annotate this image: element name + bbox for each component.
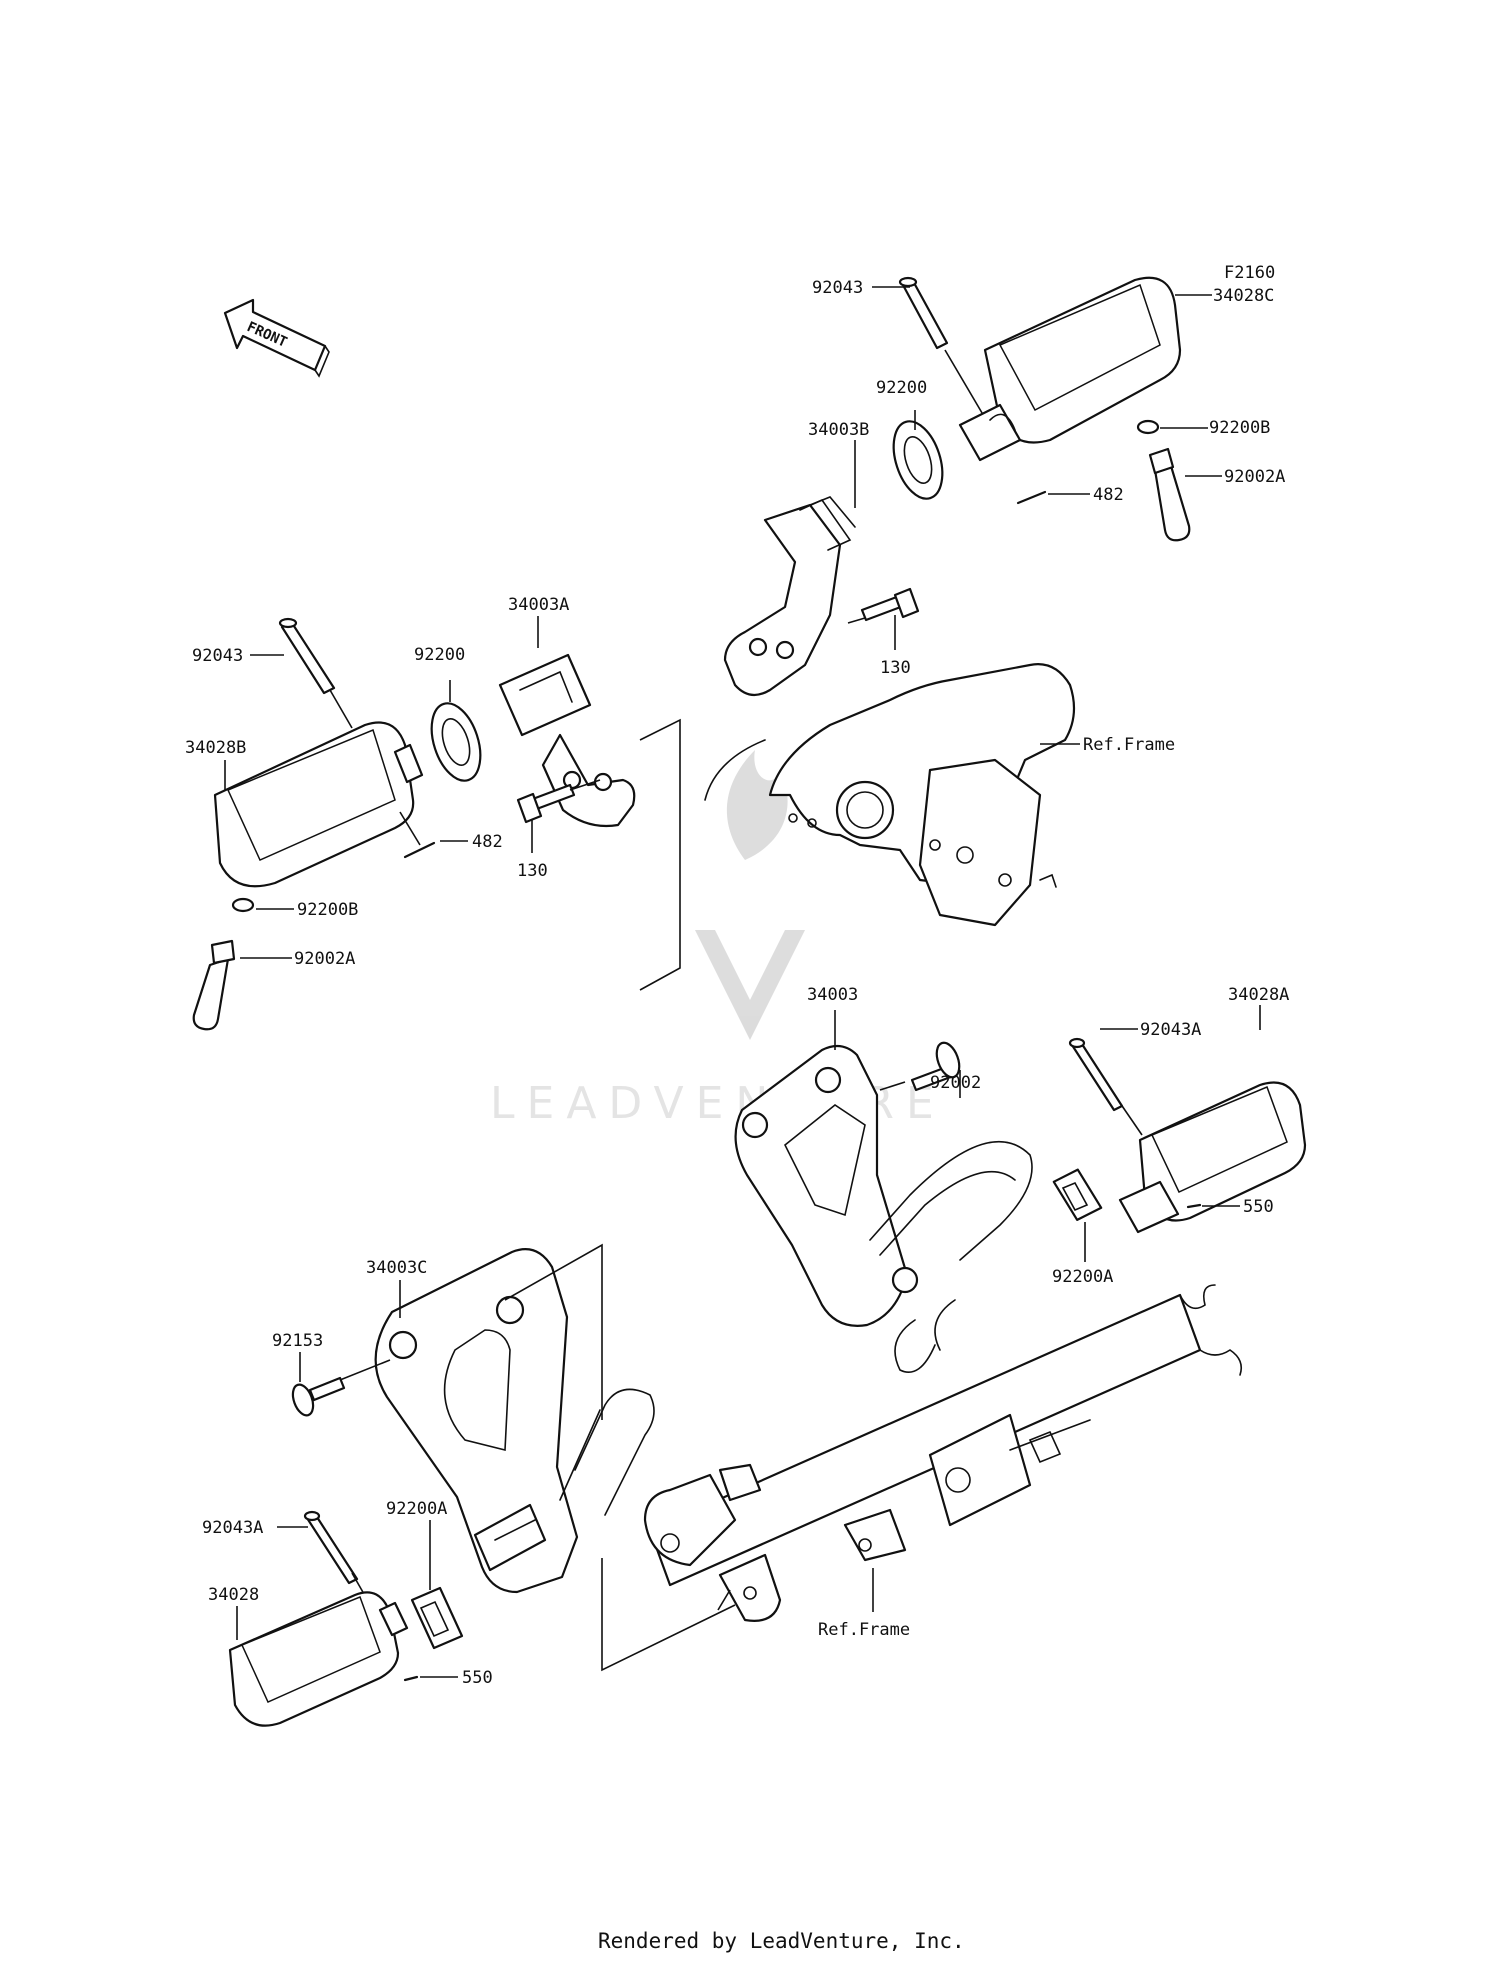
lower-right-assembly [734,1037,1307,1373]
cotter-550-ll [403,1675,419,1682]
label-130-ur: 130 [880,658,911,678]
label-34003B: 34003B [808,420,869,440]
cotter-482-ul [403,841,436,859]
bolt-92153 [291,1376,346,1417]
washer-92200-ul [430,702,482,782]
bracket-34003C [374,1248,655,1594]
lower-left-assembly [228,1243,1243,1727]
label-92043-ur: 92043 [812,278,863,298]
label-92002A-ul: 92002A [294,949,355,969]
washer-92200A-ll [410,1586,464,1650]
label-92153: 92153 [272,1331,323,1351]
bracket-34003A [498,653,636,828]
label-92002A-ur: 92002A [1224,467,1285,487]
bolt-130-ur [860,587,920,622]
bolt-92002A-ul [192,939,236,1031]
label-92200-ul: 92200 [414,645,465,665]
bolt-92002-lr [910,1041,961,1092]
bracket-34003B [723,496,856,697]
label-482-ul: 482 [472,832,503,852]
pin-92043-ul [278,617,336,695]
pin-92043A-lr [1068,1037,1124,1112]
label-ref-frame-upper: Ref.Frame [1083,735,1175,755]
label-34003: 34003 [807,985,858,1005]
label-34003C: 34003C [366,1258,427,1278]
label-92043A-lr: 92043A [1140,1020,1201,1040]
bolt-92002A-ur [1148,447,1191,542]
front-arrow-icon: FRONT [223,298,330,378]
frame-lower [643,1284,1243,1622]
upper-left-assembly [192,617,681,1031]
label-92200A-ll: 92200A [386,1499,447,1519]
pin-92043-ur [898,276,949,350]
label-92200B-ul: 92200B [297,900,358,920]
washer-92200B-ul [231,897,255,913]
upper-right-assembly [704,276,1191,927]
leader-lines [224,286,1261,1678]
label-92043-ul: 92043 [192,646,243,666]
bracket-34003 [734,1044,1033,1373]
footpeg-rubber-34028C [958,276,1182,462]
callout-labels: 92043 34028C 92200 92200B 34003B 92002A … [185,278,1289,1688]
label-ref-frame-lower: Ref.Frame [818,1620,910,1640]
footpeg-rubber-34028B [213,721,424,888]
label-482-ur: 482 [1093,485,1124,505]
label-130-ul: 130 [517,861,548,881]
label-34028: 34028 [208,1585,259,1605]
label-34028B: 34028B [185,738,246,758]
pin-92043A-ll [303,1510,359,1585]
label-34028C: 34028C [1213,286,1274,306]
label-92200B-ur: 92200B [1209,418,1270,438]
cotter-482-ur [1016,490,1047,505]
figure-code: F2160 [1224,263,1275,283]
label-34028A: 34028A [1228,985,1289,1005]
label-92200A-lr: 92200A [1052,1267,1113,1287]
bolt-130-ul [516,783,576,824]
cotter-550-lr [1186,1203,1202,1209]
label-550-ll: 550 [462,1668,493,1688]
footpeg-rubber-34028 [228,1591,409,1727]
label-550-lr: 550 [1243,1197,1274,1217]
footer-credit: Rendered by LeadVenture, Inc. [598,1929,965,1953]
label-92043A-ll: 92043A [202,1518,263,1538]
washer-92200A-lr [1052,1168,1103,1222]
frame-upper [704,663,1076,927]
washer-92200B-ur [1136,419,1160,435]
washer-92200-ur [892,420,944,500]
label-34003A: 34003A [508,595,569,615]
label-92002-lr: 92002 [930,1073,981,1093]
label-92200-ur: 92200 [876,378,927,398]
footpeg-rubber-34028A [1118,1081,1307,1234]
